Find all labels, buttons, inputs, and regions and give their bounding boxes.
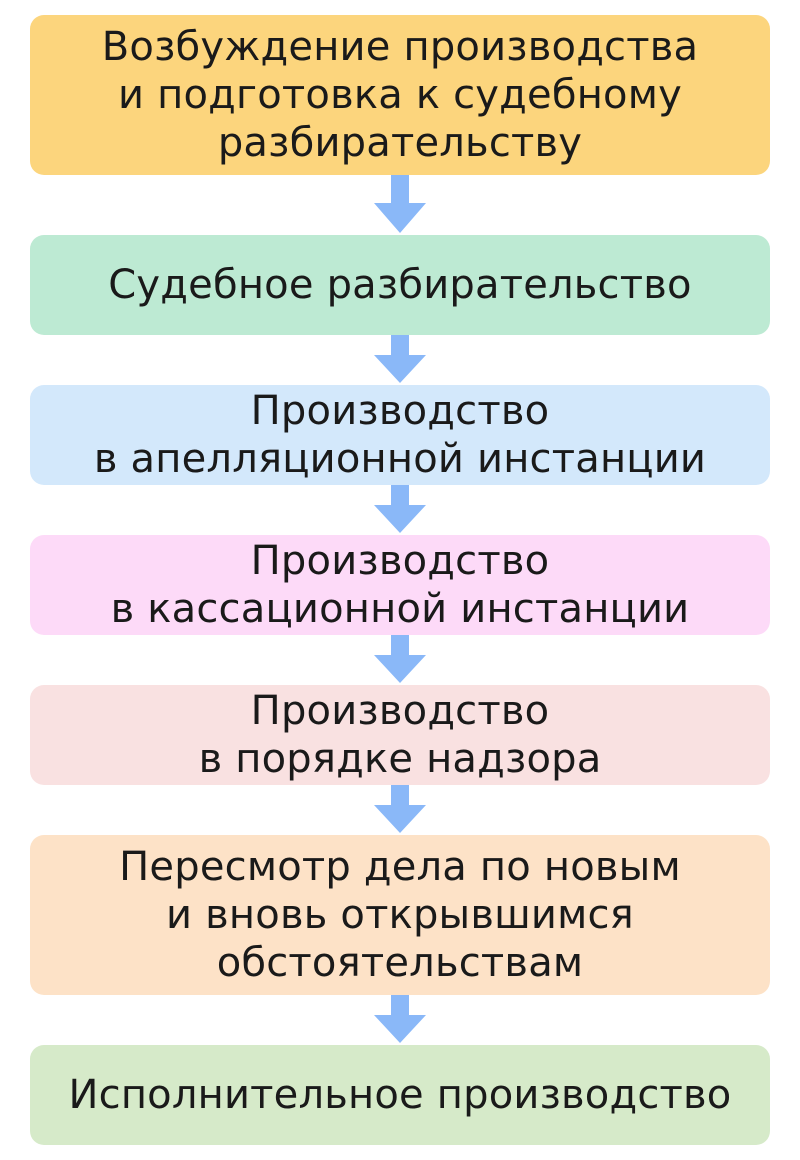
- step-4-box: Производство в кассационной инстанции: [30, 535, 770, 635]
- step-5-box: Производство в порядке надзора: [30, 685, 770, 785]
- arrow-6-icon: [374, 995, 426, 1043]
- step-7-box: Исполнительное производство: [30, 1045, 770, 1145]
- step-3-box: Производство в апелляционной инстанции: [30, 385, 770, 485]
- arrow-4-icon: [374, 635, 426, 683]
- step-6-box: Пересмотр дела по новым и вновь открывши…: [30, 835, 770, 995]
- step-3-label: Производство в апелляционной инстанции: [93, 388, 707, 482]
- step-2-label: Судебное разбирательство: [108, 262, 692, 308]
- step-5-label: Производство в порядке надзора: [198, 688, 602, 782]
- step-6-label: Пересмотр дела по новым и вновь открывши…: [119, 844, 681, 986]
- step-4-label: Производство в кассационной инстанции: [110, 538, 690, 632]
- arrow-1-icon: [374, 175, 426, 233]
- step-7-label: Исполнительное производство: [68, 1072, 732, 1118]
- arrow-5-icon: [374, 785, 426, 833]
- arrow-3-icon: [374, 485, 426, 533]
- step-2-box: Судебное разбирательство: [30, 235, 770, 335]
- arrow-2-icon: [374, 335, 426, 383]
- step-1-label: Возбуждение производства и подготовка к …: [101, 24, 699, 166]
- step-1-box: Возбуждение производства и подготовка к …: [30, 15, 770, 175]
